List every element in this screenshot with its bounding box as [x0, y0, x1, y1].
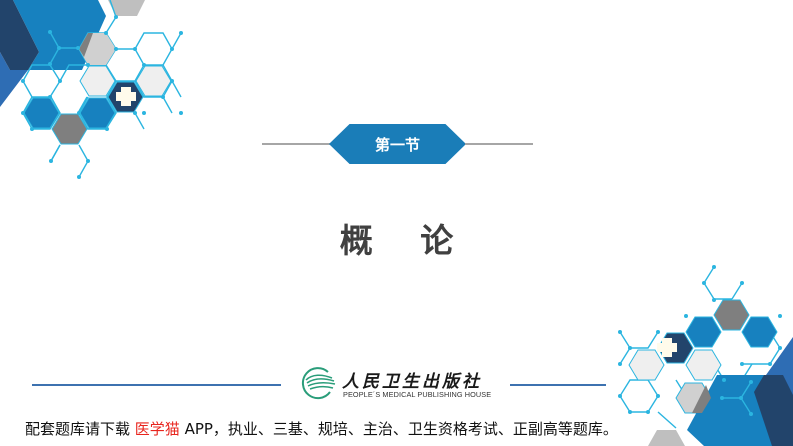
pmph-logo-emblem-icon	[301, 367, 336, 400]
section-badge-label: 第一节	[374, 135, 420, 154]
footer-divider-left	[32, 384, 281, 386]
section-banner: 第一节	[262, 124, 533, 164]
promo-suffix: APP，执业、三基、规培、主治、卫生资格考试、正副高等题库。	[179, 420, 618, 438]
banner-divider-left	[262, 143, 330, 145]
publisher-name-cn: 人民卫生出版社	[342, 372, 482, 392]
publisher-logo: 人民卫生出版社 PEOPLE´S MEDICAL PUBLISHING HOUS…	[298, 366, 498, 400]
banner-divider-right	[465, 143, 533, 145]
promo-text: 配套题库请下载 医学猫 APP，执业、三基、规培、主治、卫生资格考试、正副高等题…	[25, 418, 618, 439]
slide-title: 概 论	[339, 221, 472, 260]
decor-top-left-hex-cluster	[0, 0, 183, 179]
footer-divider-right	[510, 384, 606, 386]
section-badge: 第一节	[329, 124, 466, 164]
promo-app-name: 医学猫	[134, 420, 180, 438]
promo-prefix: 配套题库请下载	[25, 420, 135, 438]
publisher-name-en: PEOPLE´S MEDICAL PUBLISHING HOUSE	[343, 390, 492, 399]
